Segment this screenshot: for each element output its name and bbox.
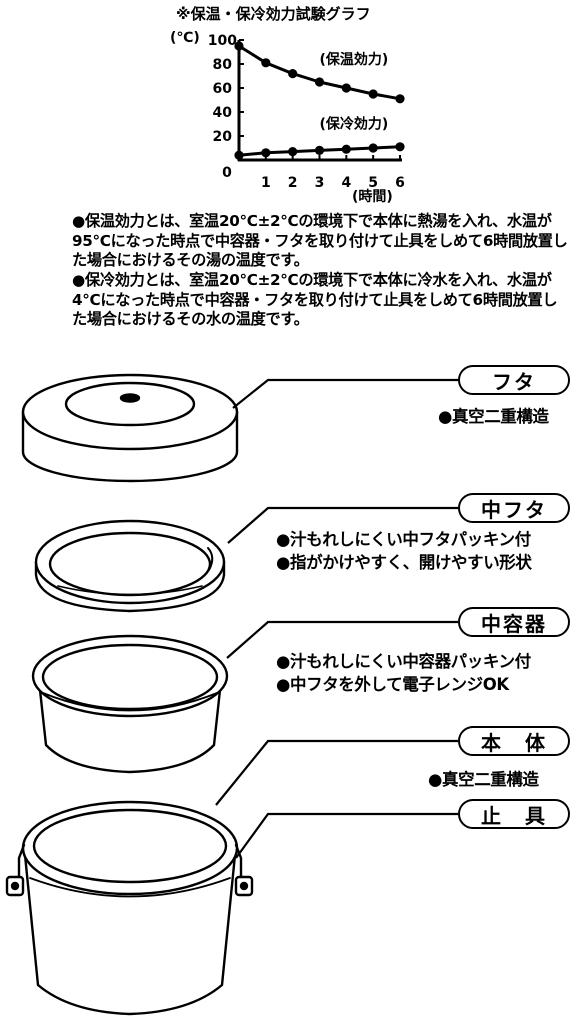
x-tick-label: 5 bbox=[368, 175, 378, 191]
clasp-label: 止 具 bbox=[458, 799, 570, 829]
data-point bbox=[234, 150, 244, 160]
data-point bbox=[234, 41, 244, 51]
inner-container-label: 中容器 bbox=[458, 607, 570, 637]
lid-valve-icon bbox=[119, 393, 141, 403]
lid-label: フタ bbox=[458, 365, 570, 395]
y-tick-label: 80 bbox=[213, 57, 233, 73]
data-point bbox=[288, 147, 298, 157]
data-point bbox=[288, 69, 298, 79]
x-tick-label: 3 bbox=[315, 175, 325, 191]
inner-lid-illustration bbox=[34, 519, 226, 613]
leader-lines bbox=[215, 378, 458, 859]
body-feature: ●真空二重構造 bbox=[428, 770, 539, 789]
chart-series: (保温効力) (保冷効力) bbox=[234, 41, 405, 160]
series-label: (保冷効力) bbox=[320, 115, 389, 132]
inner-container-illustration bbox=[31, 634, 229, 774]
data-point bbox=[314, 77, 325, 87]
data-point bbox=[368, 143, 378, 153]
x-tick-label: 4 bbox=[341, 175, 351, 191]
warm-retention-note: ●保温効力とは、室温20℃±2℃の環境下で本体に熱湯を入れ、水温が95℃になった… bbox=[72, 212, 568, 269]
x-tick-label: 6 bbox=[395, 175, 405, 191]
data-point bbox=[261, 148, 271, 158]
origin-tick-label: 0 bbox=[222, 165, 232, 181]
inner-lid-feature-1: ●汁もれしにくい中フタパッキン付 bbox=[276, 530, 531, 549]
data-point bbox=[368, 89, 378, 99]
body-label: 本 体 bbox=[458, 726, 570, 756]
cold-retention-note: ●保冷効力とは、室温20℃±2℃の環境下で本体に冷水を入れ、水温が4℃になった時… bbox=[72, 271, 558, 328]
inner-container-feature-2: ●中フタを外して電子レンジOK bbox=[276, 675, 509, 694]
y-tick-label: 40 bbox=[213, 105, 233, 121]
y-tick-label: 20 bbox=[213, 129, 233, 145]
y-tick-label: 60 bbox=[213, 81, 233, 97]
inner-lid-label: 中フタ bbox=[458, 493, 570, 523]
lid-feature: ●真空二重構造 bbox=[438, 407, 549, 426]
data-point bbox=[341, 144, 351, 154]
data-point bbox=[341, 83, 351, 93]
chart-title: ※保温・保冷効力試験グラフ bbox=[176, 5, 371, 23]
data-point bbox=[395, 142, 405, 152]
data-point bbox=[261, 58, 271, 68]
data-point bbox=[395, 94, 405, 104]
inner-lid-feature-2: ●指がかけやすく、開けやすい形状 bbox=[276, 553, 532, 572]
data-point bbox=[314, 145, 325, 155]
y-unit-label: (℃) bbox=[170, 30, 200, 46]
series-label: (保温効力) bbox=[320, 51, 389, 68]
lid-illustration bbox=[21, 373, 239, 483]
x-tick-label: 1 bbox=[261, 175, 271, 191]
inner-container-feature-1: ●汁もれしにくい中容器パッキン付 bbox=[276, 652, 531, 671]
y-tick-label: 100 bbox=[208, 33, 237, 49]
body-illustration bbox=[5, 800, 254, 1016]
x-unit-label: (時間) bbox=[352, 188, 393, 205]
x-tick-label: 2 bbox=[288, 175, 298, 191]
